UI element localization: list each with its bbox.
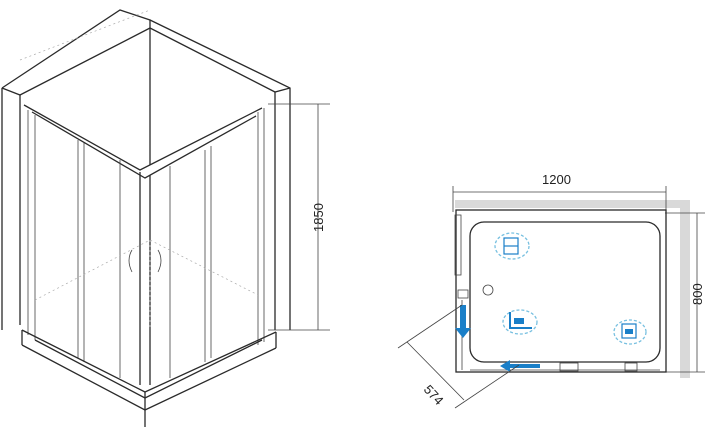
plan-tray — [469, 221, 661, 363]
height-dimension-label: 1850 — [311, 203, 326, 232]
tray-bottom — [21, 344, 277, 411]
right-handle — [157, 249, 162, 273]
diag-ext-bottom — [454, 364, 520, 409]
right-wall-cap — [149, 27, 291, 93]
diag-ext-top — [397, 304, 463, 349]
top-frame-left — [23, 104, 263, 171]
door-slide-arrow-left-icon — [500, 360, 540, 372]
plan-back-wall — [455, 200, 687, 208]
tray-top — [21, 329, 277, 393]
diag-dim-line — [406, 341, 465, 401]
bottom-frame — [34, 339, 263, 399]
bottom-bracket — [559, 362, 579, 372]
shelf-icon — [494, 232, 530, 260]
left-wall-cap — [1, 27, 151, 96]
top-frame-inner — [31, 111, 257, 179]
depth-dimension-label: 800 — [690, 283, 705, 305]
door-slide-arrow-down-icon — [455, 305, 471, 338]
left-rail — [454, 214, 462, 276]
plan-enclosure-frame — [455, 209, 667, 373]
drain-icon — [482, 284, 494, 296]
width-dimension-label: 1200 — [542, 172, 571, 187]
diagonal-dimension-label: 574 — [421, 382, 447, 408]
soap-dish-icon — [613, 319, 647, 345]
left-handle — [128, 249, 133, 273]
plan-view: 1200 800 — [397, 172, 705, 409]
floor-back-dashed — [34, 239, 259, 301]
right-wall-top — [149, 19, 291, 330]
wall-dashed-top — [19, 9, 151, 61]
plan-side-wall — [680, 200, 690, 378]
corner-bracket-icon — [502, 309, 538, 335]
bottom-roller — [624, 362, 638, 372]
isometric-view: 1850 — [1, 9, 330, 427]
left-bracket — [457, 289, 469, 299]
left-wall-top — [1, 9, 151, 165]
